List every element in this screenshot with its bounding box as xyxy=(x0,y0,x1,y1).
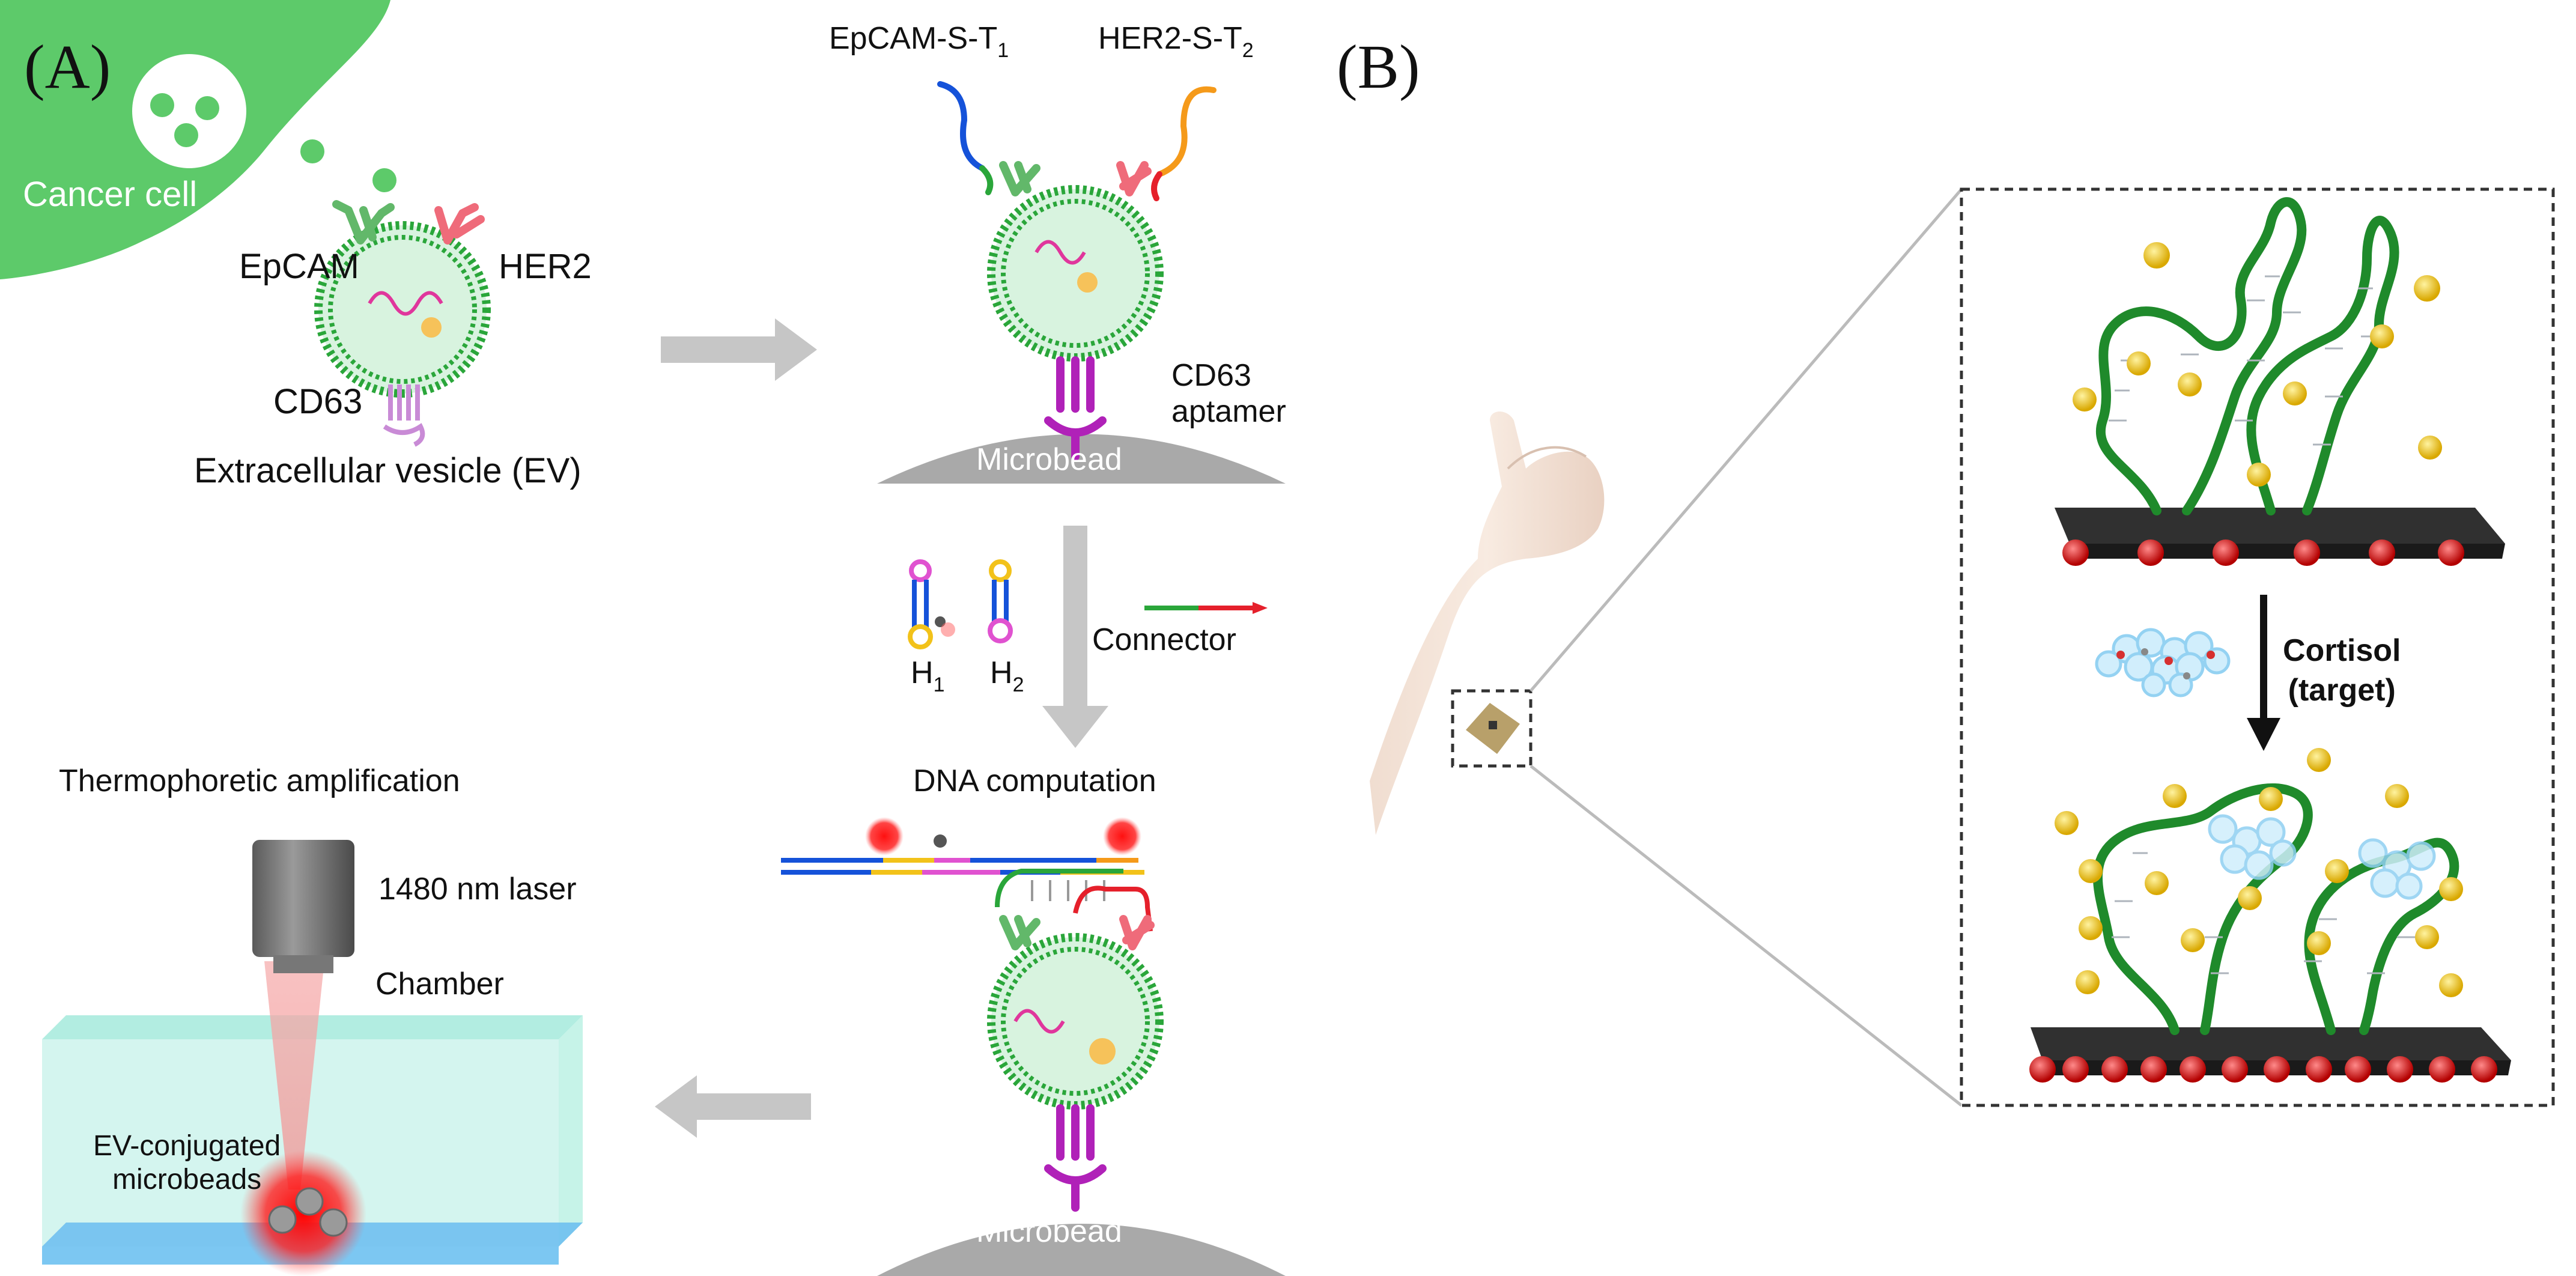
positive-charges-bottom xyxy=(2029,1056,2497,1083)
zoom-box xyxy=(1960,187,2555,1107)
electrode-platform-top xyxy=(2055,508,2505,559)
panel-b-label: (B) xyxy=(1337,32,1420,102)
laser-label: 1480 nm laser xyxy=(378,872,577,907)
dna-computation-label: DNA computation xyxy=(913,764,1156,798)
bead xyxy=(268,1205,297,1234)
aptamer-top xyxy=(1044,356,1107,461)
microbead-top xyxy=(877,434,1286,484)
arrow-down xyxy=(1042,526,1108,748)
target-arrow xyxy=(2247,595,2280,751)
wrist-sensor-patch xyxy=(1466,703,1520,754)
cancer-cell-label: Cancer cell xyxy=(23,175,198,214)
arrow-left xyxy=(655,1075,811,1138)
connector-label: Connector xyxy=(1092,622,1236,657)
cortisol-atoms xyxy=(2116,648,2215,679)
positive-charges-top xyxy=(2062,539,2464,566)
her2-label: HER2 xyxy=(499,247,592,286)
epcam-probe-strand xyxy=(937,81,1040,196)
epcam-bottom xyxy=(999,915,1040,950)
zoom-line xyxy=(1530,765,1963,1107)
ev-on-bead-top xyxy=(987,185,1164,362)
red-signal-dot xyxy=(1103,817,1141,855)
her2-probe-strand xyxy=(1116,86,1217,201)
wrist-sensor-outline xyxy=(1451,689,1533,768)
extracellular-vesicle xyxy=(314,221,491,398)
quencher-dot xyxy=(934,834,947,848)
microbead-top-label: Microbead xyxy=(976,442,1122,477)
negative-charges-top xyxy=(2073,242,2442,487)
arm-illustration xyxy=(1370,412,1605,835)
connector-arrow xyxy=(1144,602,1268,614)
vesicle-dot xyxy=(174,123,198,147)
ev-on-bead-bottom xyxy=(987,933,1164,1110)
aptamer-structure-top xyxy=(2095,197,2399,515)
bound-cortisol-bottom xyxy=(2208,814,2436,900)
vesicle-dot xyxy=(195,96,219,120)
bead xyxy=(319,1208,348,1237)
laser-beam xyxy=(264,961,324,1189)
epcam-receptor xyxy=(332,200,395,245)
h2-label: H2 xyxy=(990,655,1024,696)
her2-bottom xyxy=(1119,915,1155,950)
red-signal-dot xyxy=(865,817,904,855)
microbead-bottom-label: Microbead xyxy=(976,1214,1122,1249)
chamber-label: Chamber xyxy=(375,967,504,1001)
zoom-line xyxy=(1530,188,1963,692)
vesicle-dot xyxy=(150,93,174,117)
aptamer-bottom xyxy=(1044,1104,1107,1212)
panel-a-label: (A) xyxy=(24,32,111,102)
aptamer-base-pairs-bottom xyxy=(2112,852,2415,974)
h2-hairpin xyxy=(988,559,1013,643)
h1-hairpin xyxy=(908,559,955,649)
thermophoretic-label: Thermophoretic amplification xyxy=(59,764,460,798)
arrow-right xyxy=(661,318,817,381)
microbead-bottom xyxy=(877,1224,1286,1276)
her2-receptor xyxy=(434,203,485,245)
negative-charges-bottom xyxy=(2055,748,2463,997)
aptamer-structure-bottom xyxy=(2092,783,2459,1035)
h1-label: H1 xyxy=(911,655,945,696)
vesicle-dot xyxy=(372,168,396,192)
ev-label: Extracellular vesicle (EV) xyxy=(194,451,582,490)
cd63-label: CD63 xyxy=(273,382,363,421)
epcam-probe-label: EpCAM-S-T1 xyxy=(829,21,1009,62)
cell-vesicle-pocket xyxy=(132,54,246,168)
aptamer-base-pairs-top xyxy=(2109,275,2379,446)
cortisol-target-label: Cortisol(target) xyxy=(2283,633,2401,708)
dna-computation-complex xyxy=(781,858,1153,932)
her2-probe-label: HER2-S-T2 xyxy=(1098,21,1254,62)
epcam-label: EpCAM xyxy=(239,247,359,286)
vesicle-dot xyxy=(300,139,324,163)
objective-lens xyxy=(252,840,354,973)
bead xyxy=(295,1187,324,1216)
cd63-receptor xyxy=(383,384,425,447)
